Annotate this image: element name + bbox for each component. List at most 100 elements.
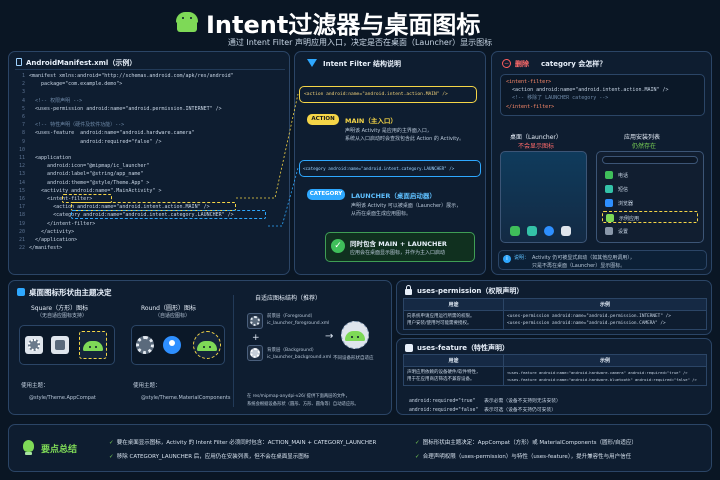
theme-label-1: 使用主题： bbox=[21, 383, 49, 389]
square-sub: （无自适应图标支持） bbox=[37, 313, 88, 319]
adaptive-title: 自适应图标结构（推荐） bbox=[255, 295, 322, 302]
action-desc-2: 系统从入口启动时会查找包含此 Action 的 Activity。 bbox=[345, 136, 465, 142]
perm-col-2: 示例 bbox=[503, 298, 707, 311]
feat-ex-2: <uses-feature android:name="android.hard… bbox=[507, 377, 697, 382]
feat-table: 用途示例 声明应用依赖的设备硬件/软件特性，用于在应用商店筛选不兼容设备。 <u… bbox=[403, 354, 707, 386]
lock-shackle bbox=[406, 285, 411, 290]
filter-title: Intent Filter 结构说明 bbox=[323, 60, 402, 68]
list-item[interactable]: 示例应用 bbox=[602, 211, 698, 223]
theme-label-2: 使用主题： bbox=[133, 383, 161, 389]
arrow-right-icon: → bbox=[325, 331, 334, 342]
line-number: 4 bbox=[21, 97, 25, 104]
both-desc: 应用会在桌面显示图标，并作为主入口启动 bbox=[350, 250, 446, 256]
line-number: 6 bbox=[21, 114, 25, 121]
list-item[interactable]: 电话 bbox=[602, 169, 698, 181]
app-label: 设置 bbox=[618, 229, 629, 235]
feat-req-1: android:required="true" 表示必需（设备不支持则无法安装） bbox=[409, 399, 561, 404]
line-number: 1 bbox=[21, 73, 25, 79]
app-icon bbox=[605, 185, 613, 193]
action-tag: ACTION bbox=[307, 114, 339, 125]
code-line: <category android:name="android.intent.c… bbox=[29, 212, 234, 219]
bg-label-2: ic_launcher_background.xml bbox=[267, 355, 332, 360]
line-number: 9 bbox=[21, 138, 25, 145]
android-head-icon-2 bbox=[197, 341, 217, 351]
adaptive-note-1: 在 res/mipmap-anydpi-v26/ 提供下面两层的文件， bbox=[247, 394, 350, 399]
list-item[interactable]: 浏览器 bbox=[602, 197, 698, 209]
list-item[interactable]: 短信 bbox=[602, 183, 698, 195]
summary-title: 要点总结 bbox=[41, 445, 78, 455]
line-number: 18 bbox=[18, 212, 25, 219]
manifest-title: AndroidManifest.xml（示例） bbox=[26, 59, 137, 67]
feat-ex-1: <uses-feature android:name="android.hard… bbox=[507, 370, 688, 375]
line-number: 5 bbox=[21, 105, 25, 112]
perm-col-1: 用途 bbox=[403, 298, 504, 311]
line-number: 21 bbox=[18, 237, 25, 244]
both-title: 同时包含 MAIN + LAUNCHER bbox=[350, 240, 447, 248]
category-title: LAUNCHER（桌面启动器） bbox=[351, 192, 436, 200]
remove-code: <intent-filter> <action android:name="an… bbox=[506, 78, 669, 111]
code-line: package="com.example.demo"> bbox=[29, 81, 123, 88]
line-number: 17 bbox=[18, 204, 25, 211]
summary-item-4: ✓ 合理声明权限（uses-permission）与特性（uses-featur… bbox=[415, 454, 632, 460]
fg-label-1: 前景层（Foreground） bbox=[267, 314, 316, 319]
category-tag: CATEGORY bbox=[307, 189, 345, 200]
camera-icon bbox=[561, 226, 571, 236]
table-row: 向系统申请应用运行所需的权限。用户安装/使用时可能需要授权。 <uses-per… bbox=[403, 310, 707, 330]
apps-search bbox=[602, 156, 698, 164]
android-logo-icon bbox=[175, 10, 199, 32]
code-line: android:label="@string/app_name" bbox=[29, 171, 144, 178]
both-box bbox=[325, 232, 475, 262]
shape-panel: 桌面图标形状由主题决定 Square（方形）图标 （无自适应图标支持） 使用主题… bbox=[8, 280, 392, 415]
code-line: <!-- 特性声明（硬件及软件功能）--> bbox=[29, 122, 125, 129]
action-title: MAIN（主入口） bbox=[345, 117, 397, 125]
page-subtitle: 通过 Intent Filter 声明应用入口，决定是否在桌面（Launcher… bbox=[227, 38, 493, 47]
feature-panel: uses-feature（特性声明） 用途示例 声明应用依赖的设备硬件/软件特性… bbox=[396, 338, 712, 415]
permission-panel: uses-permission（权限声明） 用途示例 向系统申请应用运行所需的权… bbox=[396, 280, 712, 335]
code-line: </intent-filter> bbox=[29, 220, 96, 227]
apps-title: 应用安装列表 bbox=[624, 134, 661, 141]
fg-label-2: ic_launcher_foreground.xml bbox=[267, 321, 330, 326]
perm-table: 用途示例 向系统申请应用运行所需的权限。用户安装/使用时可能需要授权。 <use… bbox=[403, 298, 707, 330]
remove-panel: − 删除 category 会怎样？ <intent-filter> <acti… bbox=[491, 51, 712, 275]
code-line: <manifest xmlns:android="http://schemas.… bbox=[29, 73, 234, 79]
app-label: 短信 bbox=[618, 187, 629, 193]
settings-round-icon bbox=[136, 336, 154, 354]
code-line: <!-- 权限声明 --> bbox=[29, 97, 83, 104]
apps-sub: 仍然存在 bbox=[632, 143, 657, 150]
android-head-icon-3 bbox=[345, 331, 365, 341]
funnel-icon bbox=[307, 59, 317, 67]
launcher-sub: 不会显示图标 bbox=[518, 143, 555, 150]
android-head-icon bbox=[83, 341, 103, 351]
line-number: 16 bbox=[18, 196, 25, 203]
info-icon: i bbox=[503, 255, 511, 263]
code-line: <activity android:name=".MainActivity" > bbox=[29, 187, 162, 194]
remove-note-box bbox=[498, 250, 707, 270]
filter-panel: Intent Filter 结构说明 <action android:name=… bbox=[294, 51, 486, 275]
app-label: 示例应用 bbox=[619, 216, 640, 222]
remove-code-line: <!-- 移除了 LAUNCHER category --> bbox=[506, 95, 609, 102]
lightbulb-icon bbox=[23, 440, 34, 452]
bg-label-1: 背景层（Background） bbox=[267, 348, 317, 353]
lock-icon bbox=[405, 289, 412, 295]
app-label: 电话 bbox=[618, 173, 629, 179]
fg-gear-icon bbox=[250, 316, 260, 326]
app-icon bbox=[605, 171, 613, 179]
manifest-code: <manifest xmlns:android="http://schemas.… bbox=[29, 72, 234, 252]
perm-use-2: 用户安装/使用时可能需要授权。 bbox=[407, 321, 472, 326]
list-item[interactable]: 设置 bbox=[602, 225, 698, 237]
remove-code-line: <action android:name="android.intent.act… bbox=[506, 87, 669, 94]
square-title: Square（方形）图标 bbox=[31, 305, 89, 312]
round-sub: （自适应图标） bbox=[155, 313, 191, 319]
check-icon: ✓ bbox=[415, 454, 420, 460]
app-label: 浏览器 bbox=[618, 201, 634, 207]
action-code-box: <action android:name="android.intent.act… bbox=[299, 86, 477, 103]
app-icon bbox=[606, 214, 614, 222]
feat-col-1: 用途 bbox=[403, 354, 504, 367]
code-line: </manifest> bbox=[29, 245, 63, 252]
perm-ex-2: <uses-permission android:name="android.p… bbox=[507, 321, 666, 326]
launcher-title: 桌面（Launcher） bbox=[510, 134, 562, 141]
feat-use-2: 用于在应用商店筛选不兼容设备。 bbox=[407, 377, 475, 382]
summary-item-2: ✓ 移除 CATEGORY_LAUNCHER 后，应用仍在安装列表，但不会在桌面… bbox=[109, 454, 310, 460]
